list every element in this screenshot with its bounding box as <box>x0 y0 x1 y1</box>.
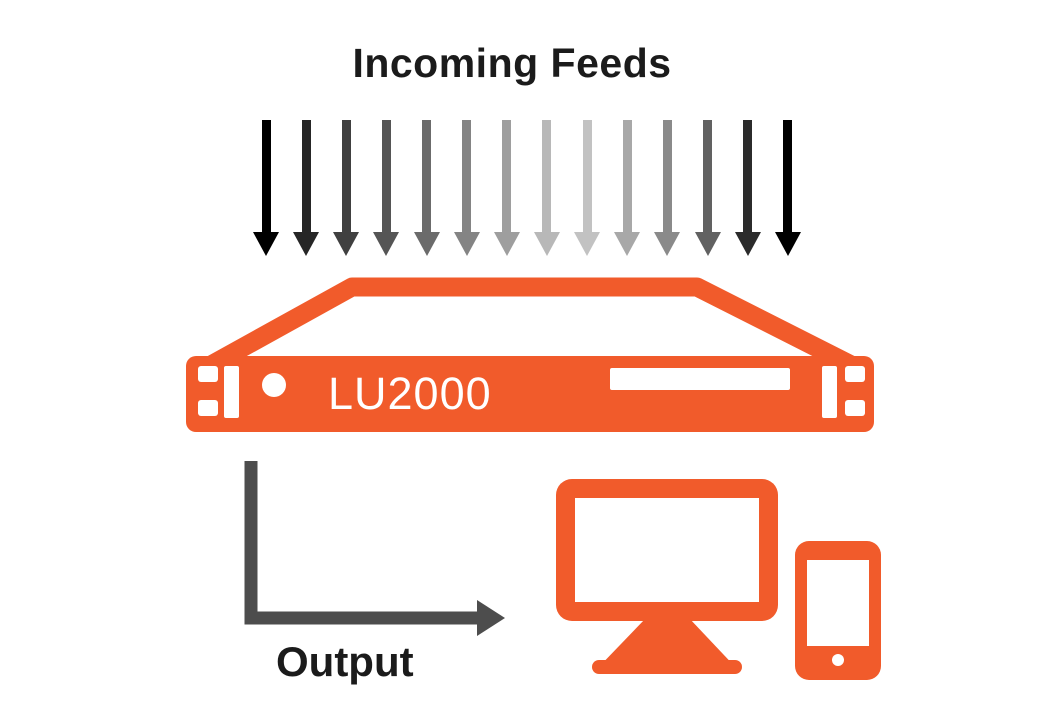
down-arrow-icon <box>413 120 440 256</box>
monitor-screen <box>575 498 759 602</box>
output-label: Output <box>276 638 414 685</box>
monitor-base <box>592 660 742 674</box>
device-power-led-icon <box>262 373 286 397</box>
tablet-screen <box>807 560 869 646</box>
down-arrow-icon <box>333 120 360 256</box>
down-arrow-icon <box>453 120 480 256</box>
incoming-feeds-title: Incoming Feeds <box>352 40 672 86</box>
monitor-stand <box>594 618 740 672</box>
encoder-device: LU2000 <box>186 356 874 432</box>
down-arrow-icon <box>614 120 641 256</box>
funnel-shape <box>197 277 866 379</box>
device-label: LU2000 <box>328 368 492 419</box>
device-port-icon <box>845 400 865 416</box>
monitor-icon <box>556 479 778 674</box>
down-arrow-icon <box>293 120 320 256</box>
down-arrow-icon <box>654 120 681 256</box>
device-port-icon <box>198 400 218 416</box>
output-arrowhead-icon <box>477 600 505 636</box>
down-arrow-icon <box>734 120 761 256</box>
down-arrow-icon <box>774 120 801 256</box>
tablet-icon <box>795 541 881 680</box>
down-arrow-icon <box>533 120 560 256</box>
device-vent <box>610 368 790 390</box>
device-slot-right <box>822 366 837 418</box>
output-arrow-line <box>244 461 479 625</box>
device-port-icon <box>198 366 218 382</box>
device-port-icon <box>845 366 865 382</box>
down-arrow-icon <box>493 120 520 256</box>
down-arrow-icon <box>253 120 279 256</box>
down-arrow-icon <box>694 120 721 256</box>
incoming-arrows <box>253 120 801 256</box>
device-slot-left <box>224 366 239 418</box>
down-arrow-icon <box>574 120 601 256</box>
down-arrow-icon <box>373 120 400 256</box>
tablet-home-button <box>832 654 844 666</box>
